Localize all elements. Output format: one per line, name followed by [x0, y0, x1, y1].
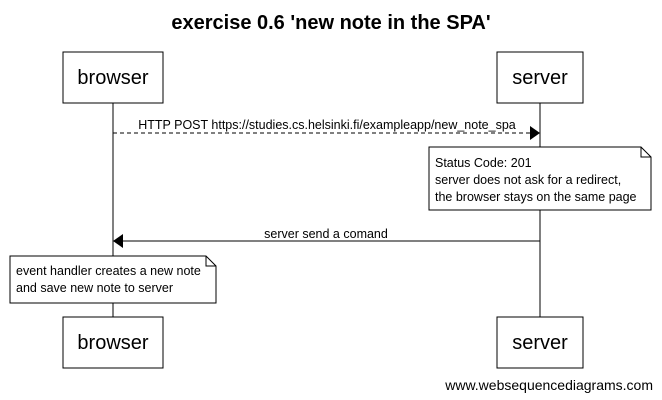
arrow-head-icon — [530, 126, 540, 140]
note-line: Status Code: 201 — [435, 156, 532, 170]
diagram-title: exercise 0.6 'new note in the SPA' — [171, 12, 490, 34]
participant-server-label: server — [512, 67, 568, 89]
participant-browser-label: browser — [77, 67, 148, 89]
message-label: server send a comand — [264, 227, 388, 241]
participant-browser-label: browser — [77, 332, 148, 354]
message-server-command: server send a comand — [113, 227, 540, 248]
note-server-response: Status Code: 201 server does not ask for… — [428, 146, 652, 211]
arrow-head-icon — [113, 234, 123, 248]
credit-text: www.websequencediagrams.com — [444, 377, 653, 393]
participant-browser-top: browser — [62, 51, 164, 104]
note-line: event handler creates a new note — [16, 264, 201, 278]
participant-server-bottom: server — [496, 316, 584, 369]
message-label: HTTP POST https://studies.cs.helsinki.fi… — [138, 118, 516, 132]
message-post-new-note: HTTP POST https://studies.cs.helsinki.fi… — [113, 118, 540, 140]
note-line: the browser stays on the same page — [435, 190, 637, 204]
note-line: and save new note to server — [16, 281, 173, 295]
note-browser-handler: event handler creates a new note and sav… — [9, 255, 217, 304]
participant-server-top: server — [496, 51, 584, 104]
participant-server-label: server — [512, 332, 568, 354]
participant-browser-bottom: browser — [62, 316, 164, 369]
note-line: server does not ask for a redirect, — [435, 173, 621, 187]
